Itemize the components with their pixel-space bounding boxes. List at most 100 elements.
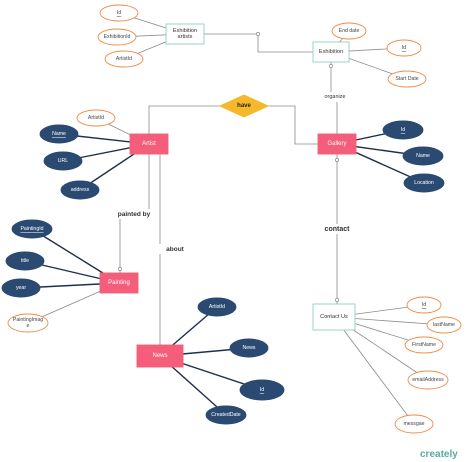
attribute-ellipse — [11, 219, 53, 239]
attribute-ellipse — [5, 251, 45, 271]
attribute-ellipse — [402, 146, 444, 166]
connector-lines — [20, 12, 445, 425]
attribute-ellipse — [407, 370, 449, 390]
attribute-ex-id[interactable]: Id — [386, 39, 422, 57]
edge-organize-label: organize — [324, 94, 345, 100]
attribute-ne-id[interactable]: Id — [239, 379, 285, 401]
entity-gallery-label: Gallery — [327, 141, 346, 147]
attribute-ex-enddate[interactable]: End date — [331, 22, 367, 40]
attribute-ga-id[interactable]: Id — [382, 120, 424, 140]
attribute-ea-id[interactable]: Id — [99, 4, 139, 22]
edge-labels: organize painted by about contact — [116, 92, 355, 254]
attribute-ex-startdate[interactable]: Start Date — [387, 70, 427, 88]
entity-box — [165, 23, 205, 45]
attribute-cu-firstname-label: FirstName — [412, 342, 436, 348]
artist-to-have-line — [148, 105, 220, 134]
attribute-cu-lastname-label: lastName — [433, 322, 455, 328]
attribute-ga-name-label: Name — [416, 153, 430, 159]
entity-box — [312, 303, 356, 331]
relationship-have[interactable]: have — [218, 94, 270, 118]
attribute-ellipse — [239, 379, 285, 401]
edge-label-bg — [319, 224, 355, 234]
cardinality-marker — [335, 298, 339, 302]
attribute-cu-id[interactable]: Id — [406, 296, 442, 314]
creately-watermark: creately — [420, 444, 472, 460]
creately-logo: creately — [420, 449, 458, 460]
attribute-ne-createddate-label: CreatedDate — [211, 412, 241, 418]
cardinality-marker — [256, 32, 260, 36]
entity-news[interactable]: News — [136, 344, 184, 368]
attribute-ex-enddate-label: End date — [339, 28, 360, 34]
exhibition-artists-to-exhibition-line — [204, 33, 313, 53]
attribute-cu-message-label: messgae — [403, 421, 424, 427]
entity-exhibition[interactable]: Exhibition — [312, 41, 350, 63]
attribute-ar-artistid[interactable]: ArtistId — [76, 109, 116, 127]
entity-painting[interactable]: Painting — [99, 272, 139, 294]
attribute-ar-name[interactable]: Name — [39, 124, 79, 144]
cardinality-marker — [118, 267, 122, 271]
attribute-ea-artistid-label: ArtistId — [116, 56, 132, 62]
attribute-ar-url[interactable]: URL — [43, 151, 83, 171]
attribute-ellipse — [60, 180, 100, 200]
attribute-cu-email-label: emailAddress — [412, 377, 444, 383]
attribute-ar-name-label: Name — [52, 131, 66, 137]
attribute-cu-lastname[interactable]: lastName — [426, 316, 462, 334]
attribute-ex-id-label: Id — [402, 45, 406, 51]
attribute-cu-message[interactable]: messgae — [394, 414, 434, 434]
entity-box — [129, 133, 169, 155]
attribute-ga-location[interactable]: Location — [403, 173, 445, 193]
attribute-pa-paintingid[interactable]: PaintingId — [11, 219, 53, 239]
cardinality-marker — [335, 158, 339, 162]
attribute-cu-email[interactable]: emailAddress — [407, 370, 449, 390]
attribute-ne-id-label: Id — [260, 387, 264, 393]
attribute-ellipse — [382, 120, 424, 140]
entity-box — [136, 344, 184, 368]
attribute-ellipse — [406, 296, 442, 314]
attribute-ne-artistid[interactable]: ArtistId — [197, 297, 237, 317]
attribute-ellipse — [331, 22, 367, 40]
attribute-pa-title[interactable]: title — [5, 251, 45, 271]
attribute-ne-createddate[interactable]: CreatedDate — [205, 405, 247, 425]
attribute-ar-address[interactable]: address — [60, 180, 100, 200]
cu-message-connector — [333, 316, 415, 425]
entity-exhibition-label: Exhibition — [319, 49, 343, 55]
entity-news-label: News — [152, 353, 167, 359]
attribute-ellipse — [76, 109, 116, 127]
attribute-ellipse — [43, 151, 83, 171]
attribute-ea-exhibitionid-label: ExhibitionId — [104, 34, 131, 40]
attribute-cu-firstname[interactable]: FirstName — [404, 336, 444, 354]
attribute-pa-year[interactable]: year — [1, 278, 41, 298]
attribute-ar-url-label: URL — [58, 158, 68, 164]
attribute-ea-artistid[interactable]: ArtistId — [104, 50, 144, 68]
attribute-ne-artistid-label: ArtistId — [209, 304, 225, 310]
cardinality-marker — [329, 64, 333, 68]
attribute-ga-id-label: Id — [401, 127, 405, 133]
attribute-ea-exhibitionid[interactable]: ExhibitionId — [97, 28, 137, 46]
entity-artist[interactable]: Artist — [129, 133, 169, 155]
attribute-ellipse — [229, 338, 269, 358]
entity-painting-label: Painting — [108, 280, 130, 286]
attribute-pa-year-label: year — [16, 285, 26, 291]
attribute-pa-title-label: title — [21, 258, 29, 264]
attribute-ellipse — [39, 124, 79, 144]
attribute-ne-news[interactable]: News — [229, 338, 269, 358]
edge-label-bg — [317, 92, 353, 102]
attribute-ellipse — [386, 39, 422, 57]
attribute-ellipse — [1, 278, 41, 298]
edge-painted-by-label: painted by — [118, 211, 151, 218]
entity-contact-us[interactable]: Contact Us — [312, 303, 356, 331]
have-to-gallery-line — [268, 105, 318, 145]
entity-box — [99, 272, 139, 294]
attribute-ellipse — [7, 313, 49, 333]
edge-about-label: about — [166, 246, 185, 253]
attribute-ellipse — [97, 28, 137, 46]
entity-gallery[interactable]: Gallery — [317, 133, 357, 155]
attribute-ellipse — [197, 297, 237, 317]
edge-contact-label: contact — [325, 226, 351, 233]
attribute-ga-name[interactable]: Name — [402, 146, 444, 166]
entity-contact-us-label: Contact Us — [320, 314, 348, 320]
